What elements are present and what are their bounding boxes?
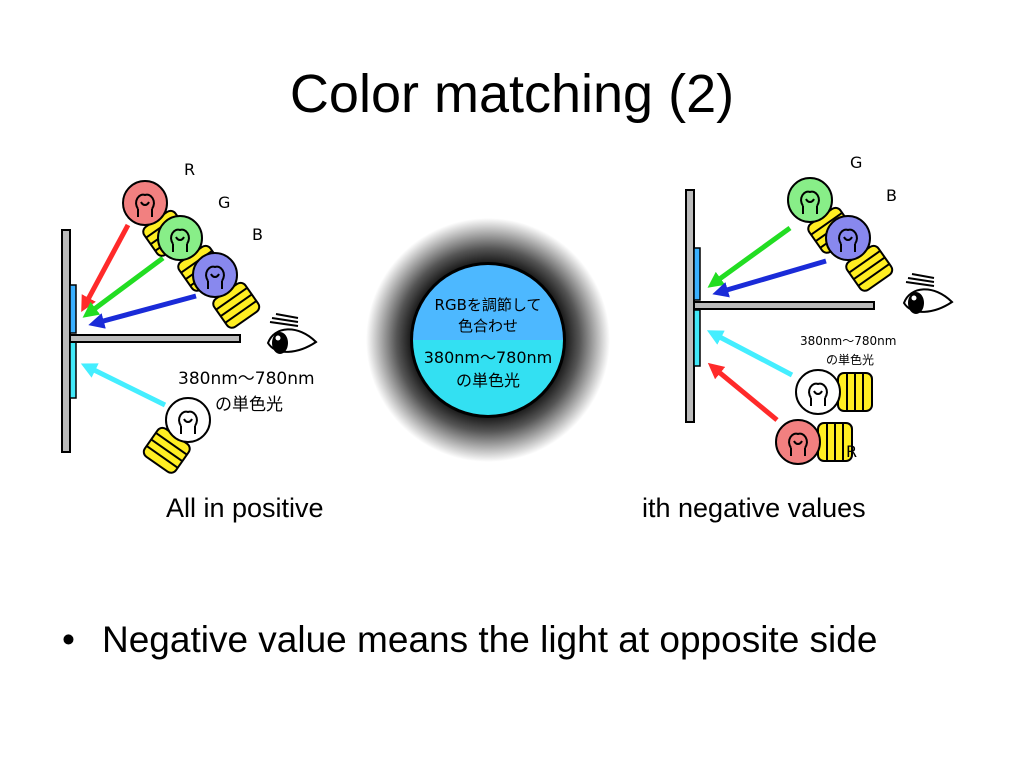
center-top-line-2: 色合わせ [458,317,518,335]
right-screen-bar [686,190,694,422]
right-screen-patch-top [694,248,700,300]
left-light-label-1: 380nm～780nm [178,369,315,389]
left-screen-patch-top [70,285,76,333]
left-divider [70,335,240,342]
right-light-label-2: の単色光 [826,353,874,367]
left-screen-bar [62,230,70,452]
left-light-label-2: の単色光 [215,395,283,415]
left-bulb-blue [193,253,262,330]
caption-negative-values: ith negative values [642,492,866,524]
left-arrow-green [89,258,163,313]
center-top-line-1: RGBを調節して [435,296,542,314]
left-arrow-red [85,225,128,305]
right-eye-icon [904,274,952,314]
center-bottom-line-1: 380nm～780nm [424,348,553,367]
right-arrow-red [714,368,777,420]
right-arrow-cyan [714,334,792,375]
center-match-circle: RGBを調節して 色合わせ 380nm～780nm の単色光 [366,218,610,462]
left-label-b: B [252,225,263,244]
right-label-r: R [846,442,857,461]
bullet-text: Negative value means the light at opposi… [102,618,982,662]
right-divider [694,302,874,309]
left-label-r: R [184,160,195,179]
center-bottom-line-2: の単色光 [456,371,520,390]
right-light-label-1: 380nm～780nm [800,334,896,348]
bullet-marker: • [62,618,75,662]
left-arrow-blue [96,296,196,323]
left-label-g: G [218,193,230,212]
left-eye-icon [268,314,316,354]
right-panel: G B 380nm～780nm の単色光 [686,153,952,477]
left-panel: R G B 380nm～780nm の単色光 [62,160,316,483]
left-arrow-cyan [88,367,165,405]
left-bulb-white [135,398,210,483]
caption-all-in-positive: All in positive [166,492,324,524]
right-bulb-blue [826,216,895,293]
right-label-b: B [886,186,897,205]
left-screen-patch-bottom [70,342,76,398]
right-bulb-white [796,357,890,427]
right-label-g: G [850,153,862,172]
right-screen-patch-bottom [694,310,700,366]
